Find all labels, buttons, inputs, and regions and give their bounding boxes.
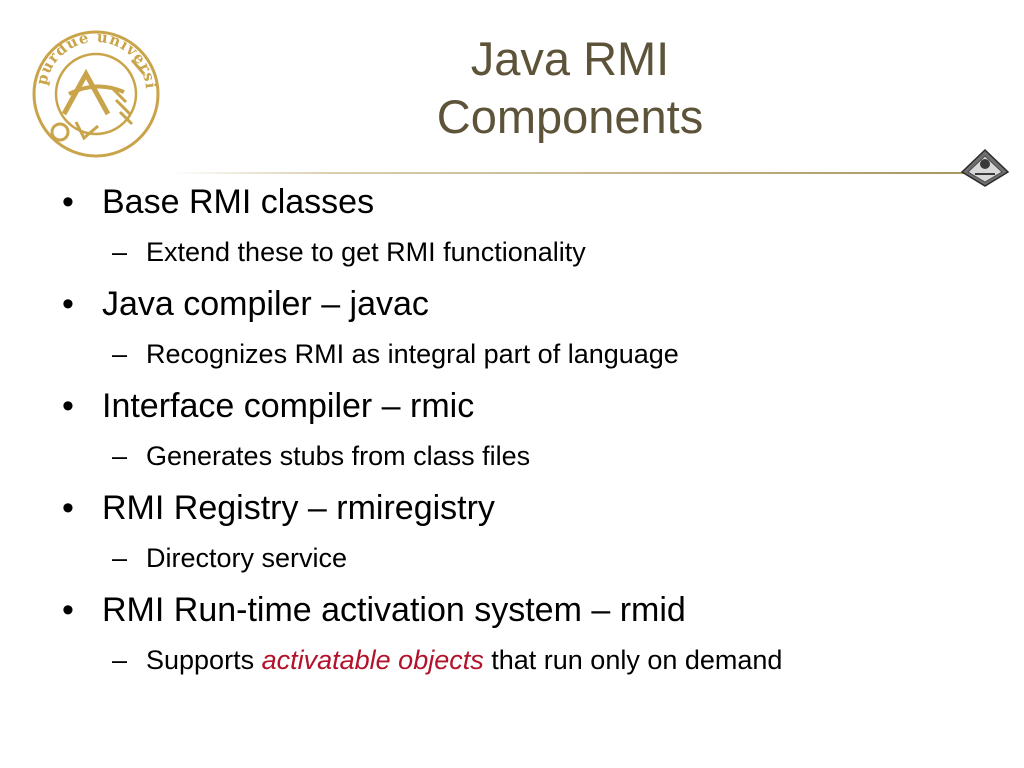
sub-bullet-text: Generates stubs from class files	[146, 441, 531, 471]
sub-bullet-marker: –	[112, 237, 128, 267]
sub-bullet-text-post: that run only on demand	[491, 645, 783, 675]
sub-bullet-item: – Generates stubs from class files	[112, 438, 1024, 474]
sub-bullet-marker: –	[112, 339, 128, 369]
bullet-text: Base RMI classes	[102, 183, 375, 221]
bullet-marker: •	[62, 591, 74, 629]
bullet-text: RMI Registry – rmiregistry	[102, 489, 495, 527]
sub-bullet-text: Extend these to get RMI functionality	[146, 237, 586, 267]
sub-bullet-text: Directory service	[146, 543, 348, 573]
sub-bullet-item: – Directory service	[112, 540, 1024, 576]
bullet-text: Interface compiler – rmic	[102, 387, 475, 425]
bullet-text: Java compiler – javac	[102, 285, 429, 323]
bullet-marker: •	[62, 387, 74, 425]
sub-bullet-item: – Extend these to get RMI functionality	[112, 234, 1024, 270]
slide-title-line-1: Java RMI	[470, 32, 670, 85]
bullet-item: • RMI Registry – rmiregistry	[62, 486, 1024, 530]
bullet-marker: •	[62, 285, 74, 323]
bullet-item: • Java compiler – javac	[62, 282, 1024, 326]
purdue-seal-icon: purdue university	[24, 22, 160, 158]
bullet-marker: •	[62, 489, 74, 527]
sub-bullet-marker: –	[112, 543, 128, 573]
bullet-item: • Base RMI classes	[62, 180, 1024, 224]
sub-bullet-text-pre: Supports	[146, 645, 255, 675]
title-divider	[168, 172, 980, 174]
bullet-item: • RMI Run-time activation system – rmid	[62, 588, 1024, 632]
bullet-item: • Interface compiler – rmic	[62, 384, 1024, 428]
sub-bullet-text: Recognizes RMI as integral part of langu…	[146, 339, 679, 369]
sub-bullet-marker: –	[112, 645, 128, 675]
slide-title: Java RMI Components	[360, 30, 780, 146]
emphasized-term: activatable objects	[261, 645, 484, 675]
bullet-text: RMI Run-time activation system – rmid	[102, 591, 686, 629]
slide-title-line-2: Components	[436, 90, 704, 143]
purdue-badge-icon	[960, 148, 1010, 187]
sub-bullet-marker: –	[112, 441, 128, 471]
sub-bullet-item: – Recognizes RMI as integral part of lan…	[112, 336, 1024, 372]
bullet-marker: •	[62, 183, 74, 221]
slide-content: • Base RMI classes – Extend these to get…	[0, 180, 1024, 690]
sub-bullet-item: – Supports activatable objects that run …	[112, 642, 1024, 678]
